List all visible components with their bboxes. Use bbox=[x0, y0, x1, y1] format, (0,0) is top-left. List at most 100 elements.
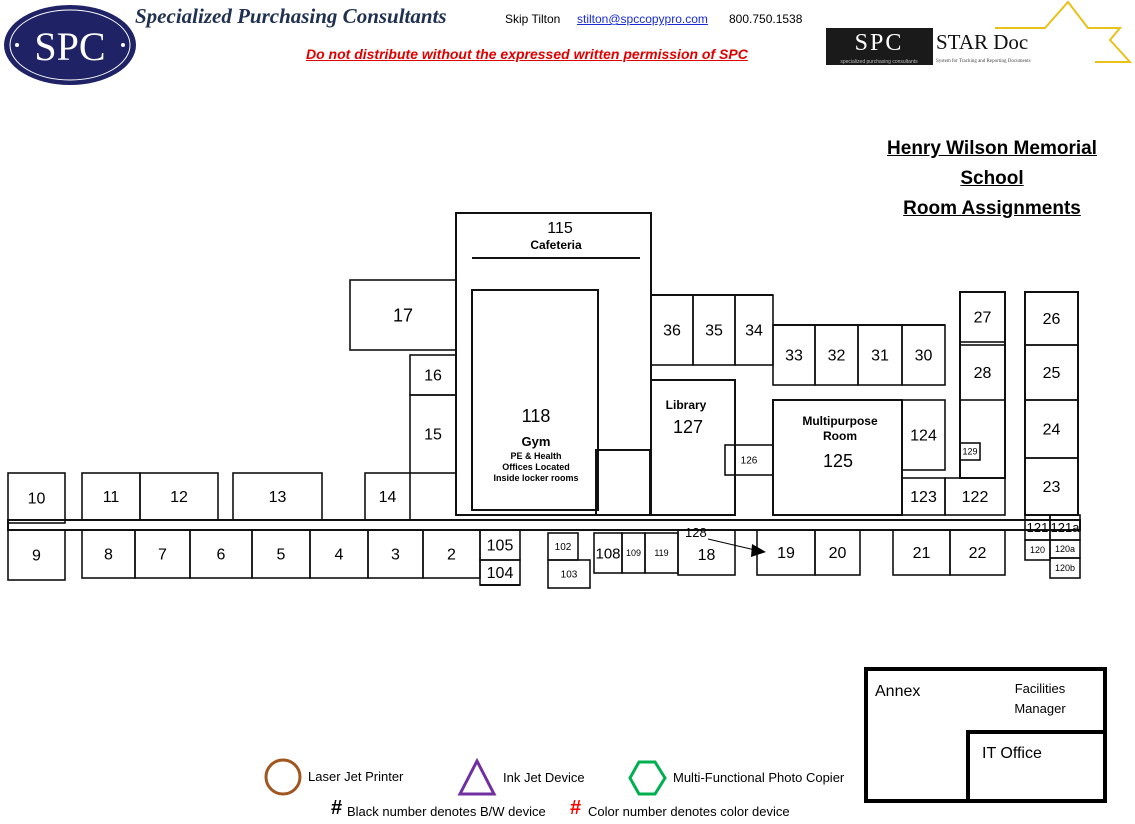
room-number: 10 bbox=[28, 491, 46, 508]
room-outline bbox=[479, 559, 521, 586]
room-number: 9 bbox=[32, 548, 41, 565]
gym-note-3: Inside locker rooms bbox=[493, 473, 578, 483]
room-outline bbox=[959, 344, 1006, 401]
room-number: 15 bbox=[424, 427, 442, 444]
room-number: 119 bbox=[654, 548, 668, 558]
room-number: 14 bbox=[379, 489, 397, 506]
copier-hexagon-icon bbox=[628, 760, 667, 796]
star-logo-spc: SPC bbox=[855, 30, 904, 56]
room-outline bbox=[595, 449, 651, 516]
annex-label: Annex bbox=[875, 683, 921, 700]
cafeteria-number: 115 bbox=[547, 220, 573, 237]
star-logo-subtitle: System for Tracking and Reporting Docume… bbox=[936, 59, 1031, 64]
room-number: 5 bbox=[277, 547, 286, 564]
logo-dot-icon bbox=[121, 43, 125, 47]
laser-printer-circle-icon bbox=[264, 758, 302, 796]
ink-jet-triangle-icon bbox=[457, 757, 497, 796]
room-number: 16 bbox=[424, 368, 442, 385]
room-outline bbox=[409, 394, 457, 474]
room-outline bbox=[547, 559, 591, 589]
room-number: 28 bbox=[974, 365, 992, 382]
it-office-box bbox=[966, 730, 1103, 799]
legend-laser: Laser Jet Printer bbox=[308, 769, 404, 784]
room-number: 23 bbox=[1043, 479, 1061, 496]
room-outline bbox=[232, 472, 323, 521]
room-number: 2 bbox=[447, 547, 456, 564]
room-outline bbox=[944, 477, 1006, 516]
room-number: 33 bbox=[785, 348, 803, 365]
room-outline bbox=[949, 529, 1006, 576]
room-number: 120a bbox=[1055, 544, 1075, 554]
room-number: 25 bbox=[1043, 365, 1061, 382]
contact-email-link[interactable]: stilton@spccopypro.com bbox=[577, 12, 708, 26]
room-number: 124 bbox=[910, 428, 937, 445]
room-number: 129 bbox=[962, 447, 977, 457]
facilities-line-2: Manager bbox=[1014, 701, 1066, 716]
room-128-annotation: 128 bbox=[685, 525, 707, 540]
room-number: 21 bbox=[913, 545, 931, 562]
room-number: 7 bbox=[158, 547, 167, 564]
room-number: 32 bbox=[828, 348, 846, 365]
room-outline bbox=[724, 444, 774, 476]
room-number: 105 bbox=[487, 538, 514, 555]
room-number: 104 bbox=[487, 565, 514, 582]
room-number: 123 bbox=[910, 489, 937, 506]
gym-note-2: Offices Located bbox=[502, 462, 570, 472]
distribution-warning: Do not distribute without the expressed … bbox=[306, 46, 748, 62]
legend-mfp: Multi-Functional Photo Copier bbox=[673, 770, 845, 785]
gym-number: 118 bbox=[522, 406, 551, 426]
company-name: Specialized Purchasing Consultants bbox=[135, 4, 447, 28]
room-outline bbox=[1024, 457, 1079, 516]
room-outline bbox=[814, 529, 861, 576]
annex-box bbox=[864, 667, 1107, 803]
room-number: 36 bbox=[663, 323, 681, 340]
room-outline bbox=[364, 472, 411, 521]
logo-ellipse bbox=[4, 5, 136, 85]
room-number: 4 bbox=[335, 547, 344, 564]
room-number: 27 bbox=[974, 310, 992, 327]
room-number: 102 bbox=[555, 542, 572, 553]
room-outline bbox=[901, 399, 946, 471]
room-outline bbox=[1049, 557, 1081, 579]
it-office-label: IT Office bbox=[982, 745, 1042, 762]
room-number: 109 bbox=[626, 548, 641, 558]
gym-label: Gym bbox=[522, 434, 551, 449]
gym-note-1: PE & Health bbox=[510, 451, 561, 461]
room-outline bbox=[7, 472, 66, 524]
library-label: Library bbox=[666, 398, 707, 412]
library-number: 127 bbox=[673, 417, 703, 437]
legend-symbols bbox=[264, 757, 667, 796]
room-number: 11 bbox=[103, 489, 120, 506]
room-number: 121 bbox=[1027, 520, 1049, 535]
legend-bw: Black number denotes B/W device bbox=[347, 804, 546, 819]
legend-inkjet: Ink Jet Device bbox=[503, 770, 585, 785]
room-outline bbox=[959, 291, 1006, 343]
room-number: 13 bbox=[269, 489, 287, 506]
star-icon bbox=[995, 0, 1133, 63]
room-number: 31 bbox=[871, 348, 889, 365]
room-number: 19 bbox=[777, 545, 795, 562]
title-line-3: Room Assignments bbox=[903, 198, 1081, 219]
room-outline bbox=[349, 279, 457, 351]
document-title: Henry Wilson Memorial School Room Assign… bbox=[862, 134, 1122, 224]
title-line-2: School bbox=[960, 168, 1024, 189]
room-number: 18 bbox=[698, 547, 716, 564]
contact-name: Skip Tilton bbox=[505, 12, 561, 26]
room-number: 108 bbox=[595, 545, 620, 562]
room-outline bbox=[677, 529, 736, 576]
logo-ring bbox=[9, 9, 131, 81]
room-number: 120b bbox=[1055, 563, 1075, 573]
room-outline bbox=[139, 472, 219, 521]
multipurpose-number: 125 bbox=[823, 451, 853, 471]
red-hash-icon: # bbox=[570, 797, 582, 819]
gym-outline bbox=[471, 289, 599, 511]
room-number: 121a bbox=[1051, 520, 1081, 535]
star-logo-title: STAR Doc bbox=[936, 30, 1028, 54]
room-number: 20 bbox=[829, 545, 847, 562]
room-number: 6 bbox=[217, 547, 226, 564]
facilities-line-1: Facilities bbox=[1014, 681, 1066, 696]
room-number: 103 bbox=[561, 570, 578, 581]
room-number: 126 bbox=[741, 456, 758, 467]
multipurpose-label-1: Multipurpose bbox=[802, 414, 878, 428]
